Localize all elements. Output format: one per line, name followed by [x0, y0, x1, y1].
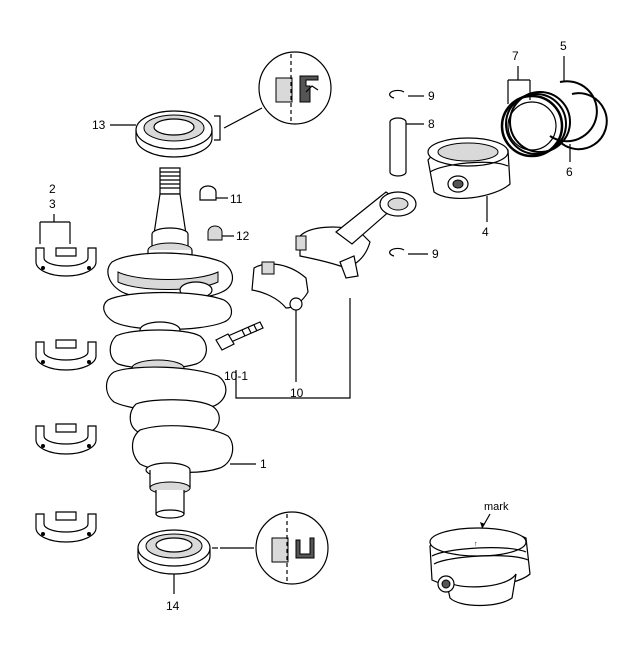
- piston-4: [427, 137, 511, 199]
- piston-pin-8: [389, 117, 407, 177]
- leader-7: [507, 66, 531, 104]
- label-12: 12: [236, 229, 250, 243]
- seal-detail-circle-top: [258, 51, 332, 125]
- bearing-half-2: [35, 339, 97, 371]
- piston-crown-marking: ↑: [474, 541, 478, 548]
- crankshaft-1: [103, 167, 234, 519]
- label-2: 2: [49, 182, 56, 196]
- bearing-half-1: [35, 247, 97, 277]
- key-12: [207, 225, 223, 241]
- circlip-9-bottom: [389, 247, 405, 257]
- rod-cap-10: [251, 261, 309, 311]
- label-6: 6: [566, 165, 573, 179]
- label-9-top: 9: [428, 89, 435, 103]
- label-8: 8: [428, 117, 435, 131]
- bearing-half-3: [35, 423, 97, 455]
- oil-seal-13: [135, 110, 213, 158]
- leader-2-3: [39, 214, 71, 244]
- circlip-9-top: [389, 89, 405, 99]
- label-mark: mark: [484, 501, 509, 513]
- ring-6: [557, 92, 608, 151]
- bolt-10-1: [215, 321, 264, 351]
- label-9-bottom: 9: [432, 247, 439, 261]
- key-11: [199, 185, 217, 201]
- label-3: 3: [49, 197, 56, 211]
- label-4: 4: [482, 225, 489, 239]
- label-10: 10: [290, 386, 304, 400]
- bracket-top: [214, 115, 221, 141]
- arrow-mark: [480, 522, 485, 528]
- ring-5: [549, 80, 598, 143]
- label-13: 13: [92, 118, 106, 132]
- piston-mark-view: ↑: [429, 527, 531, 607]
- bearing-half-4: [35, 511, 97, 543]
- leader-detail-top: [223, 107, 263, 129]
- leader-bracket-10: [235, 298, 351, 399]
- label-14: 14: [166, 599, 180, 613]
- label-1: 1: [260, 457, 267, 471]
- connecting-rod: [295, 191, 417, 279]
- label-7: 7: [512, 49, 519, 63]
- oil-seal-14: [137, 529, 211, 575]
- seal-detail-circle-bottom: [255, 511, 329, 585]
- piston-rings-7: [500, 91, 571, 158]
- label-5: 5: [560, 39, 567, 53]
- label-11: 11: [230, 192, 243, 206]
